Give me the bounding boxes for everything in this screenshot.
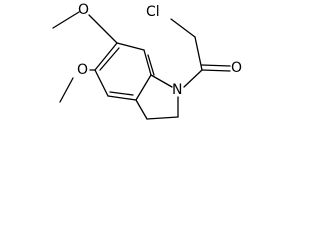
pyrroline-ring [135, 74, 179, 120]
atom-label-nitrogen: N [172, 82, 182, 98]
bond-c5-c6-inner-double [99, 47, 120, 71]
bond-c3-c3a [135, 99, 148, 120]
bond-c2-c3 [146, 116, 179, 120]
bond-carbonyl-o [201, 69, 231, 72]
atom-label-methoxy-oxygen-bottom: O [77, 62, 88, 78]
bond-c7a-n [150, 74, 173, 88]
benzene-ring [94, 42, 155, 101]
bond-c3a-c4 [107, 95, 137, 101]
atom-label-carbonyl-oxygen: O [231, 60, 242, 76]
atom-label-chlorine: Cl [146, 4, 160, 20]
methoxy-groups [52, 11, 118, 103]
bond-o-methyl-bottom [59, 77, 74, 103]
bond-ch2-cl [170, 18, 196, 38]
bond-c7a-c3a [135, 74, 152, 101]
chloroacetyl-group [170, 18, 231, 88]
bond-c5-c6 [94, 42, 118, 71]
bond-c3a-c4-inner-double [109, 91, 134, 96]
bond-c4-c5 [94, 69, 109, 97]
bond-carbonyl-o-double [201, 64, 231, 67]
bond-c6-o-top [88, 14, 118, 44]
bond-carbonyl-ch2 [194, 36, 203, 71]
bond-c7a-c3a-side [143, 49, 152, 76]
bond-n-carbonyl [183, 69, 203, 88]
chemical-structure-diagram: Cl O N O O [52, 2, 242, 120]
bond-c6-c7a [116, 42, 145, 51]
bond-o-methyl-top [52, 11, 80, 29]
bond-c7a-inner-double [147, 54, 155, 76]
atom-label-methoxy-oxygen-top: O [78, 2, 89, 18]
